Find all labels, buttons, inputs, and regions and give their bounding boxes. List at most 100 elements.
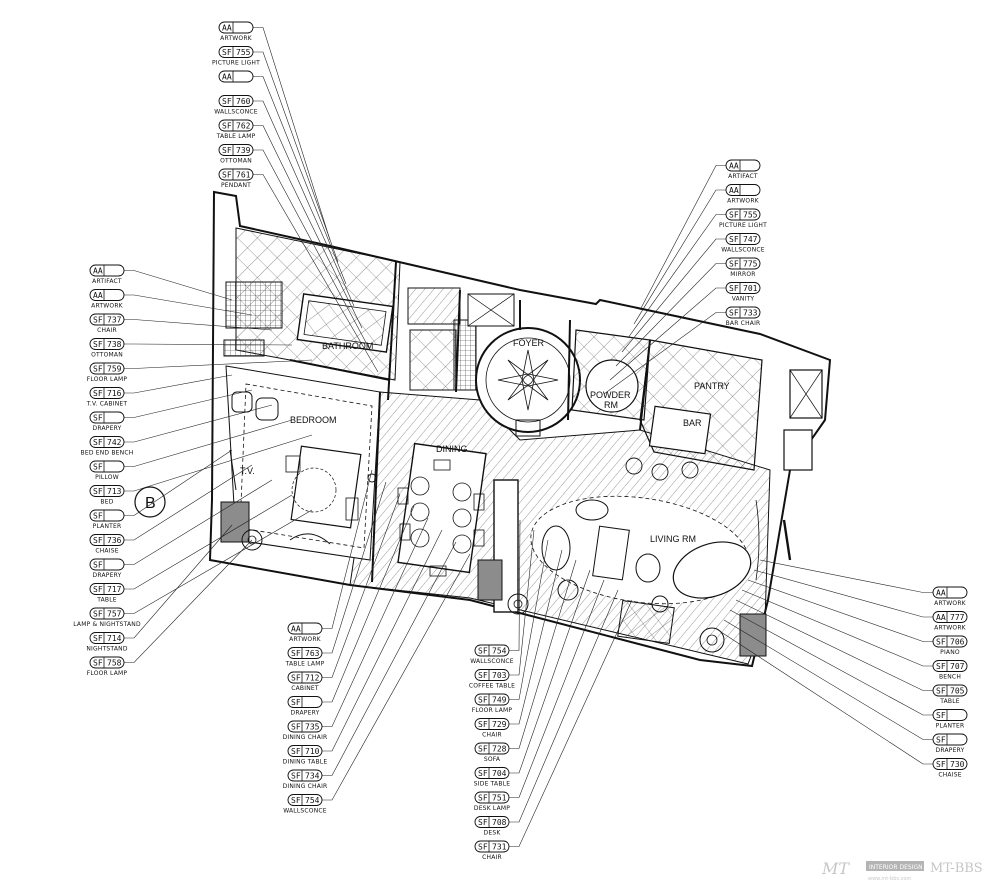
tag-code: SF [93, 438, 103, 447]
watermark: MT INTERIOR DESIGN MT-BBS www.mt-bbs.com [821, 859, 983, 882]
tag-label: FLOOR LAMP [87, 376, 128, 383]
tag-number: 717 [107, 585, 122, 594]
tag-number: 738 [107, 340, 122, 349]
leader-line [124, 319, 273, 331]
tag-number: 751 [492, 794, 507, 803]
tag-number: 747 [743, 235, 758, 244]
tag-label: BAR CHAIR [726, 320, 761, 327]
tag-pill [218, 144, 254, 156]
tag-number: 755 [743, 211, 758, 220]
tag-code: SF [729, 260, 739, 269]
tag-label: WALLSCONCE [721, 247, 765, 254]
tag-label: ARTIFACT [92, 278, 122, 285]
watermark-right: MT-BBS [930, 861, 983, 876]
tag-label: BENCH [939, 674, 961, 681]
tag-code: SF [936, 638, 946, 647]
tag-label: ARTWORK [934, 625, 967, 632]
tag-pill [218, 70, 254, 83]
tag-label: PIANO [940, 649, 960, 656]
tag-label: FLOOR LAMP [87, 670, 128, 677]
tag-label: PLANTER [936, 723, 965, 730]
tag-label: OTTOMAN [220, 158, 252, 165]
tag-code: SF [936, 760, 946, 769]
leader-line [253, 100, 355, 307]
tag-number: 757 [107, 610, 122, 619]
leader-line [639, 165, 726, 311]
tag-pill [932, 733, 968, 746]
tag-code: SF [93, 414, 103, 423]
leader-line [633, 189, 726, 325]
tag-pill [932, 635, 968, 648]
leader-line [124, 404, 273, 443]
leader-line [124, 270, 233, 301]
room-label-bedroom: BEDROOM [290, 415, 337, 425]
tag-number: 755 [236, 48, 251, 57]
dining-gray-block [477, 559, 503, 601]
tag-pill [89, 656, 125, 669]
tag-label: CHAIR [482, 732, 502, 739]
tag-pill [932, 709, 968, 721]
tag-number: 734 [305, 772, 320, 781]
tag-pill [89, 607, 125, 620]
tag-label: PILLOW [95, 474, 119, 481]
tag-label: DESK [484, 830, 502, 837]
tag-code: AA [93, 291, 103, 300]
leader-line [322, 529, 443, 752]
leader-line [509, 599, 633, 847]
leader-line [322, 505, 415, 703]
tag-label: OTTOMAN [91, 352, 123, 359]
room-label-bar: BAR [683, 418, 702, 428]
tag-label: VANITY [732, 296, 755, 303]
tag-code: SF [291, 723, 301, 732]
tag-code: SF [222, 48, 232, 57]
tag-number: 762 [236, 122, 251, 131]
tag-label: NIGHTSTAND [86, 646, 127, 653]
tag-pill [218, 46, 254, 58]
tag-pill [287, 671, 323, 684]
room-label-bathroom: BATHROOM [322, 341, 373, 351]
tag-number: 710 [305, 747, 320, 756]
tag-code: SF [93, 487, 103, 496]
tag-label: ARTWORK [934, 600, 967, 607]
tag-label: DINING CHAIR [283, 783, 328, 790]
tag-code: AA [222, 24, 232, 33]
tag-pill [218, 95, 254, 107]
tag-code: SF [93, 561, 103, 570]
tag-label: PLANTER [93, 523, 122, 530]
tag-number: 701 [743, 284, 758, 293]
tag-pill [474, 669, 510, 681]
leader-line [603, 312, 726, 395]
leader-line [717, 629, 933, 765]
tag-pill [89, 387, 125, 399]
tag-label: WALLSCONCE [470, 658, 514, 665]
tag-pill [89, 338, 125, 350]
tag-code: AA [222, 73, 232, 82]
leader-line [253, 125, 363, 329]
tag-pill [89, 362, 125, 375]
leader-line [621, 238, 726, 353]
tag-number: 712 [305, 674, 320, 683]
tag-number: 729 [492, 720, 507, 729]
tag-pill [89, 436, 125, 448]
tag-pill [725, 159, 761, 172]
tag-number: 735 [305, 723, 320, 732]
tag-pill [89, 509, 125, 522]
